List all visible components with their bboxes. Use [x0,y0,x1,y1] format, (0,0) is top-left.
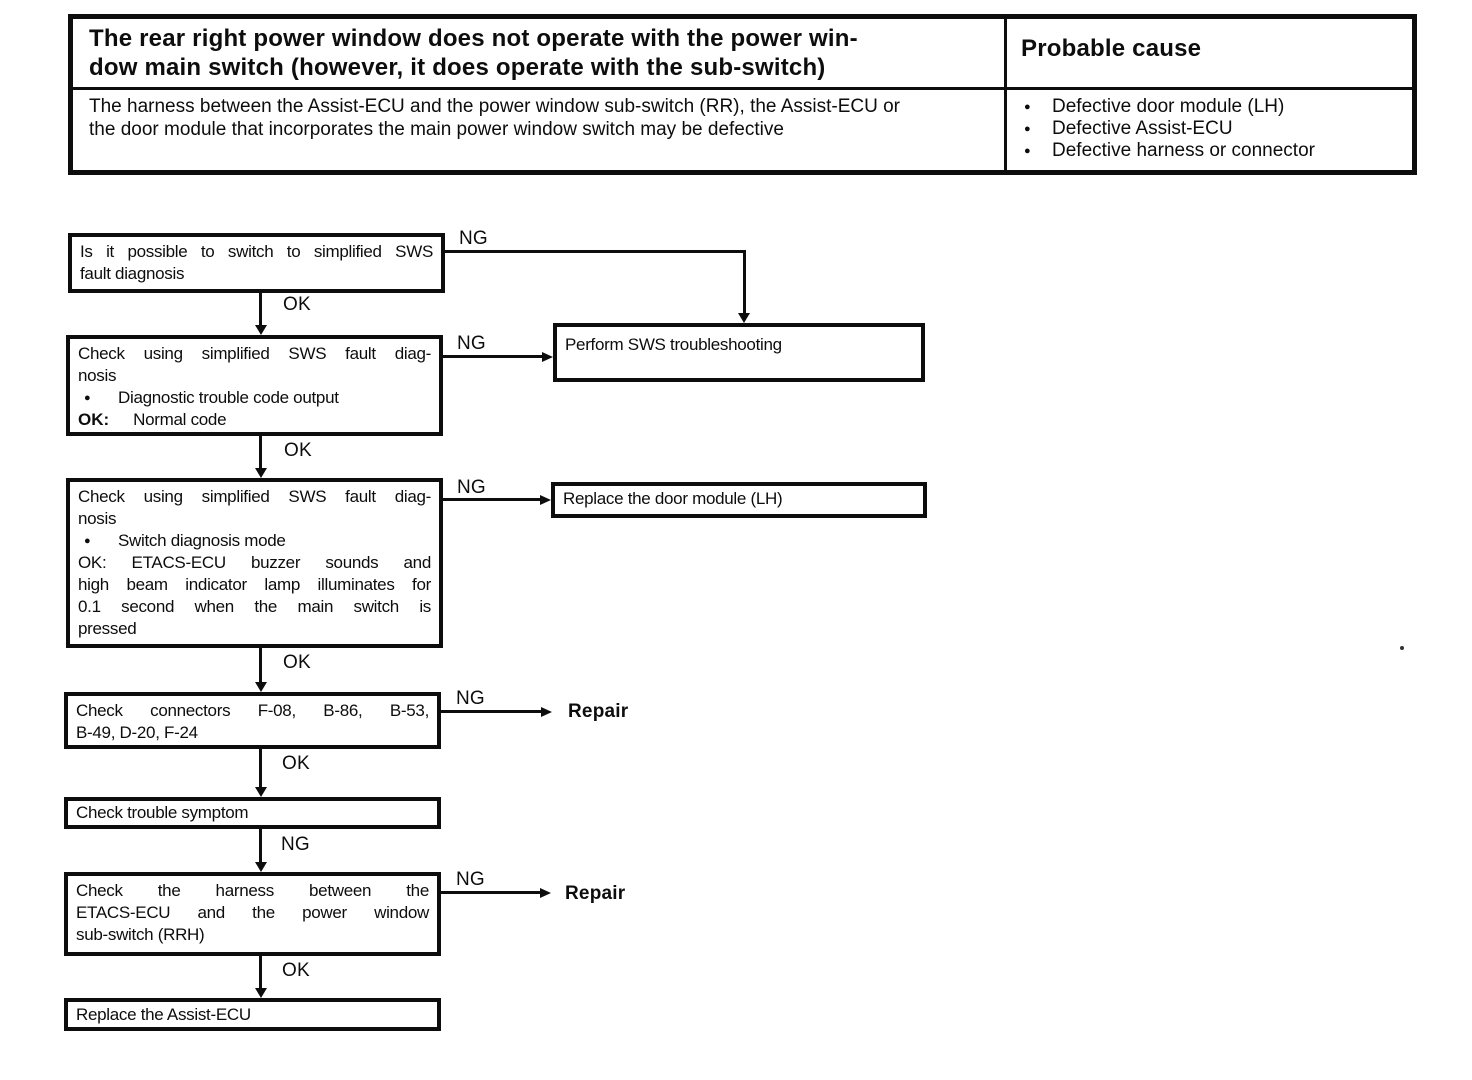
flow-box-text-line: fault diagnosis [80,264,185,283]
flow-box-text-line: nosis [78,509,117,528]
flow-box-text-line: nosis [78,366,117,385]
bullet-icon: ● [1024,101,1031,113]
bullet-icon: ● [1024,123,1031,135]
flow-box-text-line: high beam indicator lamp illuminates for [78,575,431,594]
scan-artifact-dot [1400,646,1404,650]
symptom-description-line1: The harness between the Assist-ECU and t… [89,96,900,117]
connector-line [259,436,262,470]
ng-label: NG [456,688,485,709]
bullet-icon: ● [1024,145,1031,157]
flow-box-text-line: Check connectors F-08, B-86, B-53, [76,701,429,720]
flow-box-check-switch-diagnosis-mode: Check using simplified SWS fault diag- n… [66,478,443,648]
flow-box-text-line: Is it possible to switch to simplified S… [80,242,433,261]
arrow-down-icon [255,862,267,872]
repair-label: Repair [565,883,626,904]
connector-line [259,749,262,789]
flow-box-check-connectors: Check connectors F-08, B-86, B-53, B-49,… [64,692,441,749]
ok-label: OK [284,440,312,461]
cause-text: Defective harness or connector [1052,140,1315,161]
arrow-down-icon [255,325,267,335]
connector-line [259,648,262,684]
flow-box-text-line: pressed [78,619,137,638]
connector-line [743,250,746,314]
symptom-title: The rear right power window does not ope… [73,19,1007,90]
flow-box-replace-door-module: Replace the door module (LH) [551,482,927,518]
ng-label: NG [457,477,486,498]
cause-text: Defective door module (LH) [1052,96,1285,117]
ng-label: NG [457,333,486,354]
flow-box-text-line: Replace the door module (LH) [563,489,783,508]
symptom-header-table: The rear right power window does not ope… [68,14,1417,175]
ok-label: OK [282,753,310,774]
symptom-title-line2: dow main switch (however, it does operat… [89,54,826,81]
flow-box-text-line: Replace the Assist-ECU [76,1005,251,1024]
flow-box-ok-line: OK: Normal code [78,409,431,431]
arrow-down-icon [738,313,750,323]
connector-line [441,710,542,713]
arrow-right-icon [540,888,551,898]
cause-text: Defective Assist-ECU [1052,118,1233,139]
flow-box-text-line: Perform SWS troubleshooting [565,335,782,354]
flow-box-perform-sws-troubleshooting: Perform SWS troubleshooting [553,323,925,382]
ng-label: NG [456,869,485,890]
ok-label: OK [283,294,311,315]
flow-box-text-line: sub-switch (RRH) [76,925,205,944]
flow-box-text-line: ETACS-ECU and the power window [76,903,429,922]
flow-box-text-line: OK: ETACS-ECU buzzer sounds and [78,553,431,572]
flow-box-text-line: Check trouble symptom [76,803,249,822]
flow-box-text-line: Check the harness between the [76,881,429,900]
symptom-title-line1: The rear right power window does not ope… [89,25,858,52]
probable-cause-list: ● Defective door module (LH) ● Defective A… [1007,90,1412,170]
ok-label: OK [283,652,311,673]
arrow-down-icon [255,468,267,478]
flow-box-text-line: B-49, D-20, F-24 [76,723,198,742]
flow-box-text-line: Check using simplified SWS fault diag- [78,487,431,506]
flow-box-text-line: 0.1 second when the main switch is [78,597,431,616]
cause-item: ● Defective door module (LH) [1024,96,1412,118]
arrow-right-icon [540,495,551,505]
ok-value: Normal code [133,410,227,429]
symptom-description: The harness between the Assist-ECU and t… [73,90,1007,170]
connector-line [443,355,543,358]
bullet-icon: ● [84,535,91,547]
connector-line [259,829,262,864]
flow-box-check-trouble-symptom: Check trouble symptom [64,797,441,829]
arrow-down-icon [255,682,267,692]
connector-line [445,250,746,253]
flow-box-switch-to-simplified-sws: Is it possible to switch to simplified S… [68,233,445,293]
ng-label: NG [459,228,488,249]
connector-line [443,498,541,501]
flow-box-text-line: Diagnostic trouble code output [118,388,339,407]
connector-line [441,891,541,894]
flow-box-check-harness: Check the harness between the ETACS-ECU … [64,872,441,956]
connector-line [259,293,262,327]
symptom-description-line2: the door module that incorporates the ma… [89,119,784,140]
flow-box-bullet-line: ● Diagnostic trouble code output [78,387,431,409]
arrow-right-icon [541,707,552,717]
arrow-down-icon [255,787,267,797]
ng-label: NG [281,834,310,855]
connector-line [259,956,262,990]
ok-prefix: OK: [78,410,110,429]
flow-box-text-line: Check using simplified SWS fault diag- [78,344,431,363]
arrow-down-icon [255,988,267,998]
flow-box-check-dtc-output: Check using simplified SWS fault diag- n… [66,335,443,436]
repair-label: Repair [568,701,629,722]
cause-item: ● Defective Assist-ECU [1024,118,1412,140]
bullet-icon: ● [84,392,91,404]
ok-label: OK [282,960,310,981]
flow-box-bullet-line: ● Switch diagnosis mode [78,530,431,552]
cause-item: ● Defective harness or connector [1024,140,1412,162]
probable-cause-heading: Probable cause [1007,19,1412,90]
flow-box-replace-assist-ecu: Replace the Assist-ECU [64,998,441,1031]
arrow-right-icon [542,352,553,362]
flow-box-text-line: Switch diagnosis mode [118,531,286,550]
